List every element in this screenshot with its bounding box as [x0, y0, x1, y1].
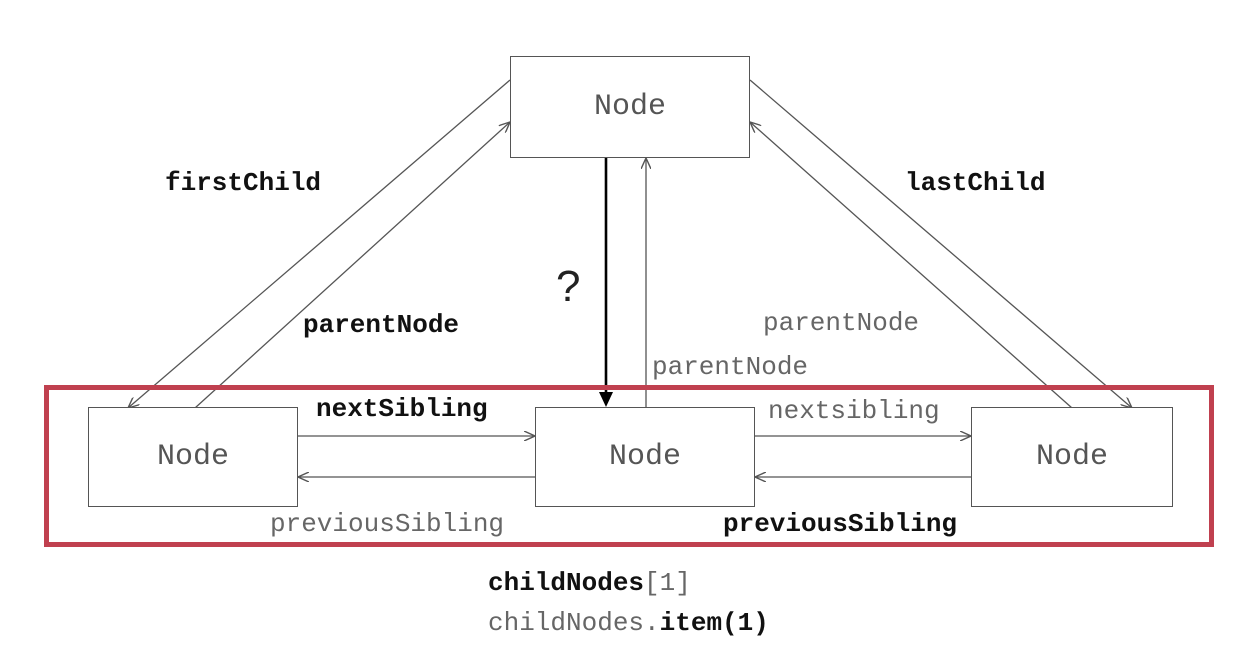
previous-sibling-right-label: previousSibling [723, 509, 958, 539]
footer-line-1-bold: childNodes [488, 568, 645, 598]
next-sibling-right-label: nextsibling [768, 396, 940, 426]
footer-line-2: childNodes.item(1) [488, 610, 769, 636]
parent-node-right-label: parentNode [763, 308, 920, 338]
previous-sibling-left-label: previousSibling [270, 509, 505, 539]
next-sibling-left-label: nextSibling [316, 394, 488, 424]
parent-node-right-arrow [750, 122, 1073, 409]
footer-line-1: childNodes[1] [488, 570, 691, 596]
child-nodes-highlight-frame [44, 385, 1214, 547]
node-left: Node [88, 407, 298, 507]
parent-node-left-arrow [194, 122, 510, 409]
footer-line-1-light: [1] [644, 568, 691, 598]
parent-node-middle-label: parentNode [652, 352, 809, 382]
first-child-label: firstChild [165, 168, 322, 198]
footer-line-2-light: childNodes. [488, 608, 660, 638]
node-right: Node [971, 407, 1173, 507]
first-child-arrow [128, 79, 511, 408]
last-child-label: lastChild [905, 168, 1046, 198]
footer-line-2-bold: item(1) [659, 608, 769, 638]
question-mark: ? [556, 262, 581, 311]
question-arrow-head [599, 392, 613, 407]
parent-node-left-label: parentNode [303, 310, 460, 340]
node-top: Node [510, 56, 750, 158]
last-child-arrow [749, 79, 1132, 408]
node-middle: Node [535, 407, 755, 507]
